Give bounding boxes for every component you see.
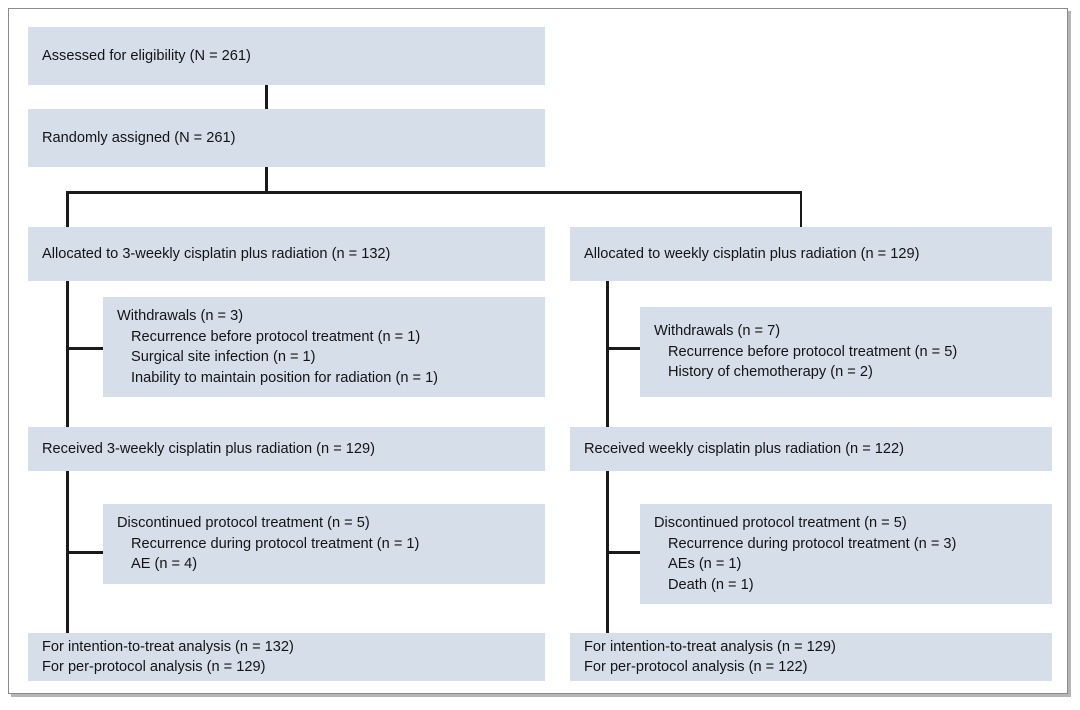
node-discontinued-right-line-1: Discontinued protocol treatment (n = 5) (654, 515, 907, 531)
connector-right-alloc-to-received (606, 281, 609, 427)
node-analysis-left-line-1: For intention-to-treat analysis (n = 132… (42, 638, 294, 655)
node-analysis-right-line-1: For intention-to-treat analysis (n = 129… (584, 638, 836, 655)
node-discontinued-left-line-2: Recurrence during protocol treatment (n … (131, 535, 420, 552)
connector-right-discontinued-stub (606, 551, 640, 554)
node-discontinued-left-line-3: AE (n = 4) (131, 556, 198, 573)
node-analysis-right: For intention-to-treat analysis (n = 129… (570, 633, 1052, 681)
node-received-left-line-1: Received 3-weekly cisplatin plus radiati… (42, 440, 375, 457)
node-withdrawals-right-line-1: Withdrawals (n = 7) (654, 323, 781, 340)
node-analysis-left-line-2: For per-protocol analysis (n = 129) (42, 659, 266, 675)
node-allocated-right-line-1: Allocated to weekly cisplatin plus radia… (584, 245, 920, 262)
node-discontinued-left-line-1: Discontinued protocol treatment (n = 5) (117, 515, 370, 532)
connector-right-withdrawals-stub (606, 347, 640, 350)
node-discontinued-right: Discontinued protocol treatment (n = 5) … (640, 504, 1052, 604)
node-assessed-line-1: Assessed for eligibility (N = 261) (42, 47, 251, 64)
node-allocated-left-line-1: Allocated to 3-weekly cisplatin plus rad… (42, 245, 391, 262)
node-withdrawals-left-line-1: Withdrawals (n = 3) (117, 308, 244, 324)
node-allocated-right: Allocated to weekly cisplatin plus radia… (570, 227, 1052, 281)
node-assessed-for-eligibility: Assessed for eligibility (N = 261) (28, 27, 545, 85)
connector-split-drop-left (66, 191, 69, 227)
connector-split-drop-right (799, 191, 802, 227)
node-withdrawals-right-line-2: Recurrence before protocol treatment (n … (668, 343, 958, 360)
node-withdrawals-left-line-2: Recurrence before protocol treatment (n … (131, 328, 421, 345)
node-randomized-line-1: Randomly assigned (N = 261) (42, 129, 236, 146)
node-randomly-assigned: Randomly assigned (N = 261) (28, 109, 545, 167)
node-received-right: Received weekly cisplatin plus radiation… (570, 427, 1052, 471)
node-analysis-left: For intention-to-treat analysis (n = 132… (28, 633, 545, 681)
connector-left-discontinued-stub (66, 551, 104, 554)
node-withdrawals-right-line-3: History of chemotherapy (n = 2) (668, 364, 873, 381)
node-discontinued-right-line-3: AEs (n = 1) (668, 556, 742, 572)
node-withdrawals-left-line-4: Inability to maintain position for radia… (131, 369, 439, 386)
node-withdrawals-left-line-3: Surgical site infection (n = 1) (131, 349, 316, 365)
node-discontinued-left: Discontinued protocol treatment (n = 5) … (103, 504, 545, 584)
connector-left-alloc-to-received (66, 281, 69, 427)
node-discontinued-right-line-2: Recurrence during protocol treatment (n … (668, 535, 957, 552)
node-received-right-line-1: Received weekly cisplatin plus radiation… (584, 440, 905, 457)
connector-randomized-stem (265, 167, 268, 193)
connector-assessed-to-randomized (265, 85, 268, 109)
node-analysis-right-line-2: For per-protocol analysis (n = 122) (584, 659, 808, 675)
connector-left-withdrawals-stub (66, 347, 104, 350)
node-received-left: Received 3-weekly cisplatin plus radiati… (28, 427, 545, 471)
node-withdrawals-left: Withdrawals (n = 3) Recurrence before pr… (103, 297, 545, 397)
node-allocated-left: Allocated to 3-weekly cisplatin plus rad… (28, 227, 545, 281)
connector-split-horizontal (66, 191, 802, 194)
node-withdrawals-right: Withdrawals (n = 7) Recurrence before pr… (640, 307, 1052, 397)
node-discontinued-right-line-4: Death (n = 1) (668, 576, 754, 593)
